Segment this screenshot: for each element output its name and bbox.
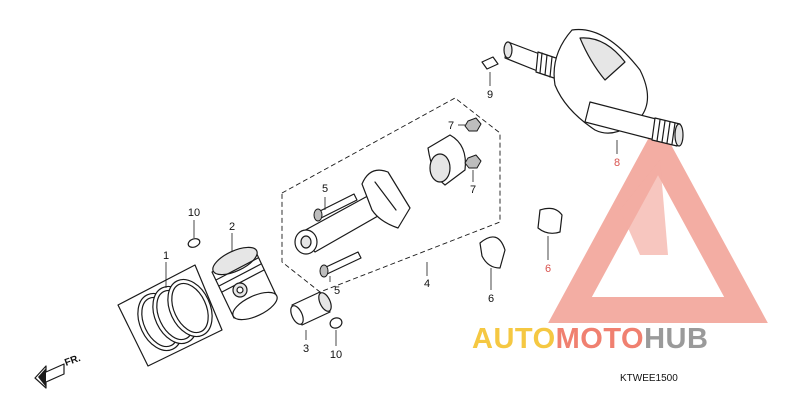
crankshaft	[503, 28, 684, 147]
callout-6-center: 6	[488, 293, 494, 305]
watermark-part-auto: AUTO	[472, 323, 556, 355]
connecting-rod-assembly-outline	[281, 97, 501, 293]
watermark-logo	[548, 120, 768, 323]
connecting-rod-nut-lower	[464, 154, 482, 169]
watermark-part-hub: HUB	[644, 323, 708, 355]
connecting-rod-bolt-lower	[319, 251, 362, 278]
diagram-code: KTWEE1500	[620, 373, 678, 384]
leader-lines	[165, 72, 618, 346]
piston-ring-set	[117, 264, 223, 367]
piston-pin	[290, 291, 332, 326]
front-direction-label: FR.	[63, 353, 82, 369]
callout-1: 1	[163, 250, 169, 262]
piston-pin-clip-lower	[329, 317, 343, 329]
callout-10-upper: 10	[188, 207, 200, 219]
woodruff-key	[481, 56, 499, 70]
callout-numbers: 1 2 3 4 5 5 6 6 7 7 8 9 10 10	[163, 89, 620, 361]
piston-pin-clip-upper	[187, 238, 201, 248]
callout-3: 3	[303, 343, 309, 355]
piston	[211, 246, 278, 321]
callout-5-upper: 5	[322, 183, 328, 195]
connecting-rod-cap	[427, 134, 467, 186]
connecting-rod-bolt-upper	[313, 193, 358, 222]
callout-7-lower: 7	[470, 184, 476, 196]
callout-5-lower: 5	[334, 285, 340, 297]
crankpin-bearing-center	[479, 236, 506, 269]
callout-4: 4	[424, 278, 430, 290]
callout-7-upper: 7	[448, 120, 454, 132]
callout-9: 9	[487, 89, 493, 101]
callout-10-lower: 10	[330, 349, 342, 361]
crankpin-bearing-right	[537, 207, 563, 234]
connecting-rod-nut-upper	[464, 117, 482, 132]
connecting-rod	[294, 169, 411, 255]
callout-8: 8	[614, 157, 620, 169]
callout-2: 2	[229, 221, 235, 233]
front-direction-arrow: FR.	[34, 353, 82, 389]
callout-6-right: 6	[545, 263, 551, 275]
watermark-wordmark: AUTOMOTOHUB	[472, 323, 708, 355]
watermark-part-moto: MOTO	[556, 323, 644, 355]
